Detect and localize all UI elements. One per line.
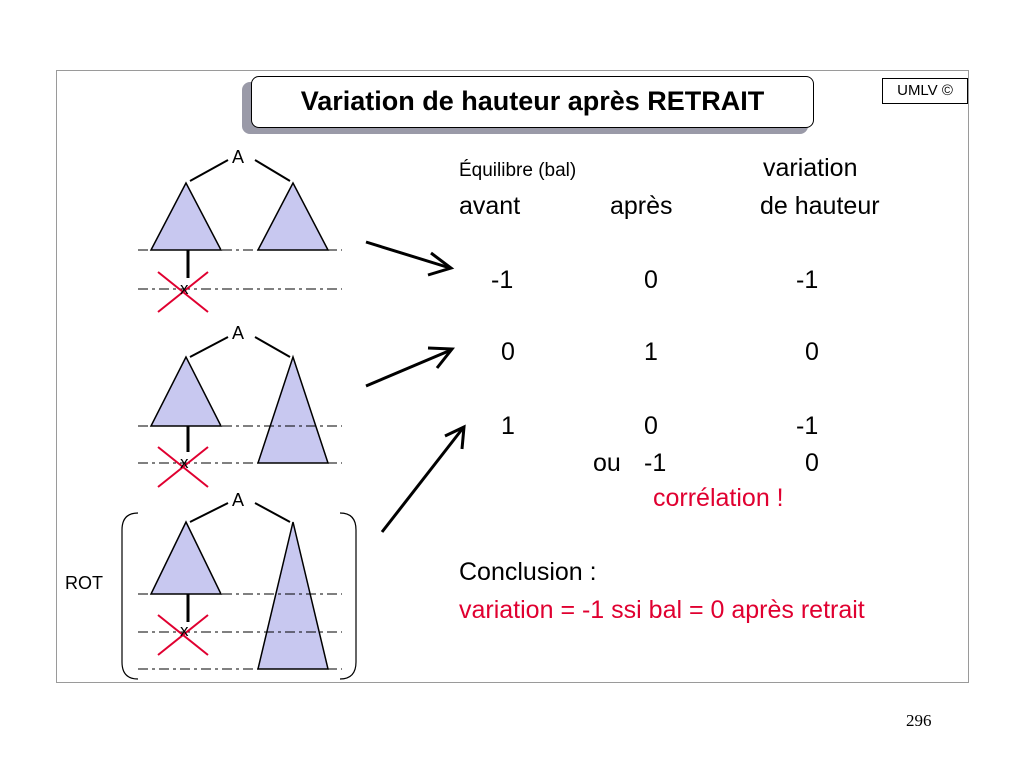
cross-icon [157,446,209,488]
header-avant: avant [459,192,521,220]
umlv-badge: UMLV © [882,78,968,104]
slide-title: Variation de hauteur après RETRAIT [251,76,814,128]
header-variation: variation [763,154,858,182]
row-3-avant: 1 [501,412,515,440]
row-2-variation: 0 [805,338,819,366]
row-3-variation: -1 [796,412,819,440]
row-2-avant: 0 [501,338,515,366]
removed-node-label: x [180,453,189,472]
edge-left [189,159,229,182]
tree-case-3 [121,502,357,680]
alt-prefix: ou [593,449,621,477]
arrow-icon [380,424,466,533]
alt-variation: 0 [805,449,819,477]
edge-left [189,336,229,358]
conclusion-label: Conclusion : [459,558,597,586]
edge-right [254,336,291,358]
slide-frame [56,70,969,683]
edge-right [254,502,291,523]
edge-right [254,159,291,182]
arrow-icon [365,346,455,388]
correlation-note: corrélation ! [653,484,784,512]
alt-apres: -1 [644,449,667,477]
header-de-hauteur: de hauteur [760,192,880,220]
removed-node-label: x [180,279,189,298]
conclusion-text: variation = -1 ssi bal = 0 après retrait [459,596,865,624]
node-label: A [232,490,245,510]
right-subtree [257,521,329,670]
node-label: A [232,147,245,167]
arrow-icon [365,240,455,277]
header-apres: après [610,192,673,220]
edge-left [189,502,229,523]
tree-case-1 [138,159,342,313]
left-subtree [149,520,223,595]
header-equilibre: Équilibre (bal) [459,160,577,181]
row-1-avant: -1 [491,266,514,294]
left-subtree [149,181,223,251]
rotation-bracket-left [121,512,139,680]
tree-case-2 [138,336,342,488]
row-1-variation: -1 [796,266,819,294]
cross-icon [157,271,209,313]
row-3-apres: 0 [644,412,658,440]
removed-node-label: x [180,621,189,640]
cross-icon [157,614,209,656]
rotation-label: ROT [65,573,103,593]
page-number: 296 [906,711,932,730]
left-subtree [149,355,223,427]
rotation-bracket-right [339,512,357,680]
node-label: A [232,323,245,343]
right-subtree [256,181,330,251]
row-2-apres: 1 [644,338,658,366]
right-subtree [256,354,330,464]
row-1-apres: 0 [644,266,658,294]
